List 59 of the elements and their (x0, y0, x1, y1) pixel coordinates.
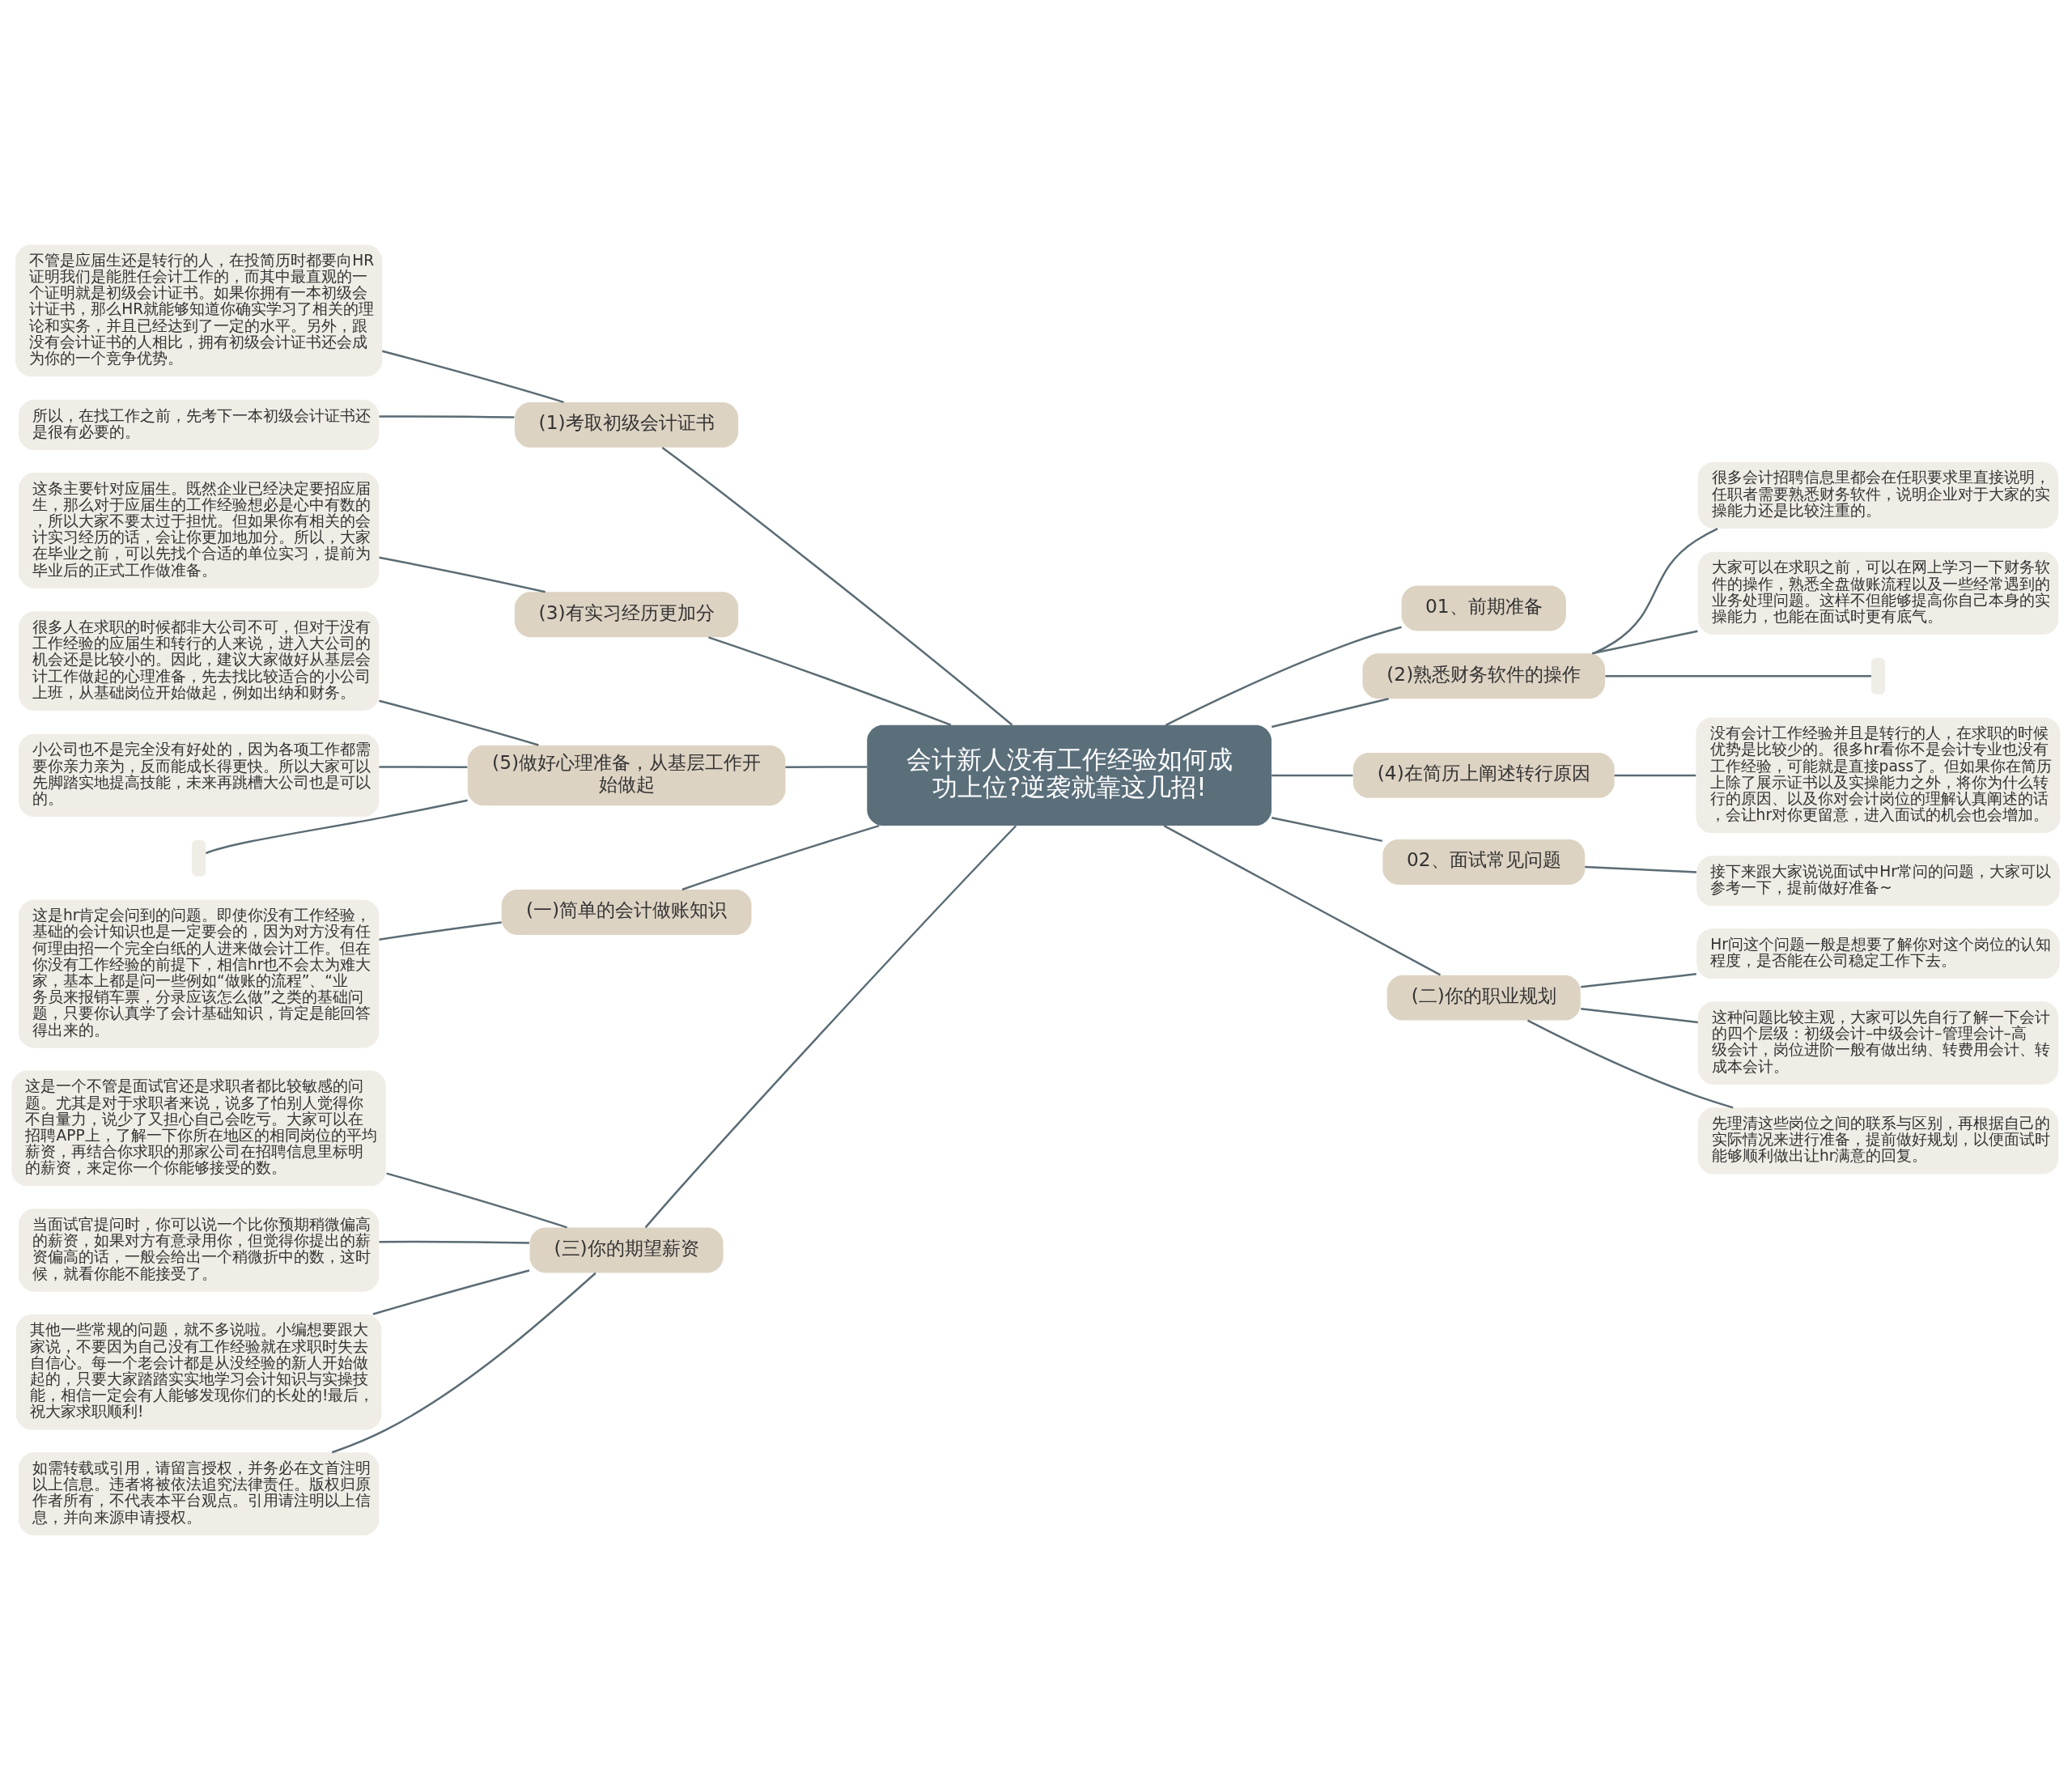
node-box (192, 839, 206, 877)
node-box: (3)有实习经历更加分 (514, 592, 739, 638)
node-box: (一)简单的会计做账知识 (501, 890, 752, 935)
node-box: 接下来跟大家说说面试中Hr常问的问题，大家可以参考一下，提前做好准备~ (1696, 856, 2060, 907)
connector (661, 446, 1013, 726)
node-box: 02、面试常见问题 (1382, 839, 1586, 885)
connector (379, 921, 502, 941)
node-box (1871, 657, 1886, 695)
connector (1581, 1008, 1698, 1024)
connector (205, 799, 468, 855)
connector (1614, 774, 1696, 777)
connector (785, 766, 868, 769)
node-box: 01、前期准备 (1401, 585, 1566, 631)
node-box: Hr问这个问题一般是想要了解你对这个岗位的认知程度，是否能在公司稳定工作下去。 (1696, 928, 2060, 979)
node-box: 小公司也不是完全没有好处的，因为各项工作都需要你亲力亲为，反而能成长得更快。所以大家可以先脚踏实地提高技能，未来再跳槽大公司也是可以的。 (18, 733, 380, 818)
connector (681, 824, 880, 891)
node-box: (5)做好心理准备，从基层工作开始做起 (467, 745, 786, 806)
connector (386, 1172, 567, 1229)
node-box: (三)你的期望薪资 (529, 1227, 724, 1273)
connector (1591, 630, 1698, 655)
node-box: 当面试官提问时，你可以说一个比你预期稍微偏高的薪资，如果对方有意录用你，但觉得你提出的薪资偏高的话，一般会给出一个稍微折中的数，这时候，就看你能不能接受了。 (18, 1209, 380, 1292)
connector (1272, 774, 1353, 777)
node-box: 这条主要针对应届生。既然企业已经决定要招应届生，那么对于应届生的工作经验想必是心中有数的，所以大家不要太过于担忧。但如果你有相关的会计实习经历的话，会让你更加地加分。所以，大家在毕业之前，可以先找个合适的单位实习，提前为毕业后的正式工作做准备。 (18, 472, 380, 588)
connector (1271, 816, 1383, 843)
connector (1526, 1019, 1734, 1109)
node-box: 会计新人没有工作经验如何成功上位?逆袭就靠这几招! (867, 724, 1272, 826)
node-box: 这是一个不管是面试官还是求职者都比较敏感的问题。尤其是对于求职者来说，说多了怕别人觉得你不自量力，说少了又担心自己会吃亏。大家可以在招聘APP上，了解一下你所在地区的相同岗位的平均薪资，再结合你求职的那家公司在招聘信息里标明的薪资，来定你一个你能够接受的数。 (11, 1070, 386, 1187)
node-box: 不管是应届生还是转行的人，在投简历时都要向HR证明我们是能胜任会计工作的，而其中最直观的一个证明就是初级会计证书。如果你拥有一本初级会计证书，那么HR就能够知道你确实学习了相关的理论和实务，并且已经达到了一定的水平。另外，跟没有会计证书的人相比，拥有初级会计证书还会成为你的一个竞争优势。 (15, 244, 383, 377)
connector (708, 636, 952, 726)
connector (1605, 675, 1871, 678)
node-box: 先理清这些岗位之间的联系与区别，再根据自己的实际情况来进行准备，提前做好规划，以便面试时能够顺利做出让hr满意的回复。 (1697, 1107, 2059, 1175)
node-box: 很多会计招聘信息里都会在任职要求里直接说明，任职者需要熟悉财务软件，说明企业对于大家的实操能力还是比较注重的。 (1697, 461, 2059, 529)
node-box: 大家可以在求职之前，可以在网上学习一下财务软件的操作，熟悉全盘做账流程以及一些经常遇到的业务处理问题。这样不但能够提高你自己本身的实操能力，也能在面试时更有底气。 (1697, 551, 2059, 635)
connector (381, 350, 564, 403)
node-box: 没有会计工作经验并且是转行的人，在求职的时候优势是比较少的。很多hr看你不是会计专业也没有工作经验，可能就是直接pass了。但如果你在简历上除了展示证书以及实操能力之外，将你为什么转行的原因、以及你对会计岗位的理解认真阐述的话，会让hr对你更留意，进入面试的机会也会增加。 (1696, 717, 2061, 834)
connector (379, 699, 539, 746)
node-box: 这是hr肯定会问到的问题。即使你没有工作经验，基础的会计知识也是一定要会的，因为对方没有任何理由招一个完全白纸的人进来做会计工作。但在你没有工作经验的前提下，相信hr也不会太为难大家，基本上都是问一些例如“做账的流程”、“业务员来报销车票，分录应该怎么做”之类的基础问题，只要你认真学了会计基础知识，肯定是能回答得出来的。 (18, 899, 380, 1048)
node-box: (2)熟悉财务软件的操作 (1362, 653, 1605, 699)
connector (331, 1272, 597, 1454)
connector (1585, 865, 1697, 873)
node-box: 所以，在找工作之前，先考下一本初级会计证书还是很有必要的。 (18, 399, 380, 450)
node-box: 其他一些常规的问题，就不多说啦。小编想要跟大家说，不要因为自己没有工作经验就在求职时失去自信心。每一个老会计都是从没经验的新人开始做起的，只要大家踏踏实实地学习会计知识与实操技能，相信一定会有人能够发现你们的长处的!最后，祝大家求职顺利! (15, 1314, 382, 1430)
connector (379, 766, 468, 768)
connector (1593, 527, 1718, 655)
node-box: (1)考取初级会计证书 (514, 401, 739, 448)
connector (379, 415, 515, 418)
node-box: 这种问题比较主观，大家可以先自行了解一下会计的四个层级：初级会计–中级会计–管理会计–高级会计，岗位进阶一般有做出纳、转费用会计、转成本会计。 (1697, 1001, 2059, 1085)
connector (1581, 973, 1696, 988)
connector (1271, 698, 1389, 729)
connector (379, 556, 546, 593)
connector (379, 1240, 529, 1244)
connector (1165, 626, 1402, 726)
connector (372, 1269, 530, 1315)
node-box: 如需转载或引用，请留言授权，并务必在文首注明以上信息。违者将被依法追究法律责任。版权归原作者所有，不代表本平台观点。引用请注明以上信息，并向来源申请授权。 (18, 1452, 380, 1536)
connector (644, 825, 1017, 1229)
node-box: 很多人在求职的时候都非大公司不可，但对于没有工作经验的应届生和转行的人来说，进入大公司的机会还是比较小的。因此，建议大家做好从基层会计工作做起的心理准备，先去找比较适合的小公司上班，从基础岗位开始做起，例如出纳和财务。 (18, 611, 380, 711)
node-box: (二)你的职业规划 (1386, 975, 1581, 1021)
connector (1163, 825, 1441, 976)
node-box: (4)在简历上阐述转行原因 (1352, 752, 1615, 798)
